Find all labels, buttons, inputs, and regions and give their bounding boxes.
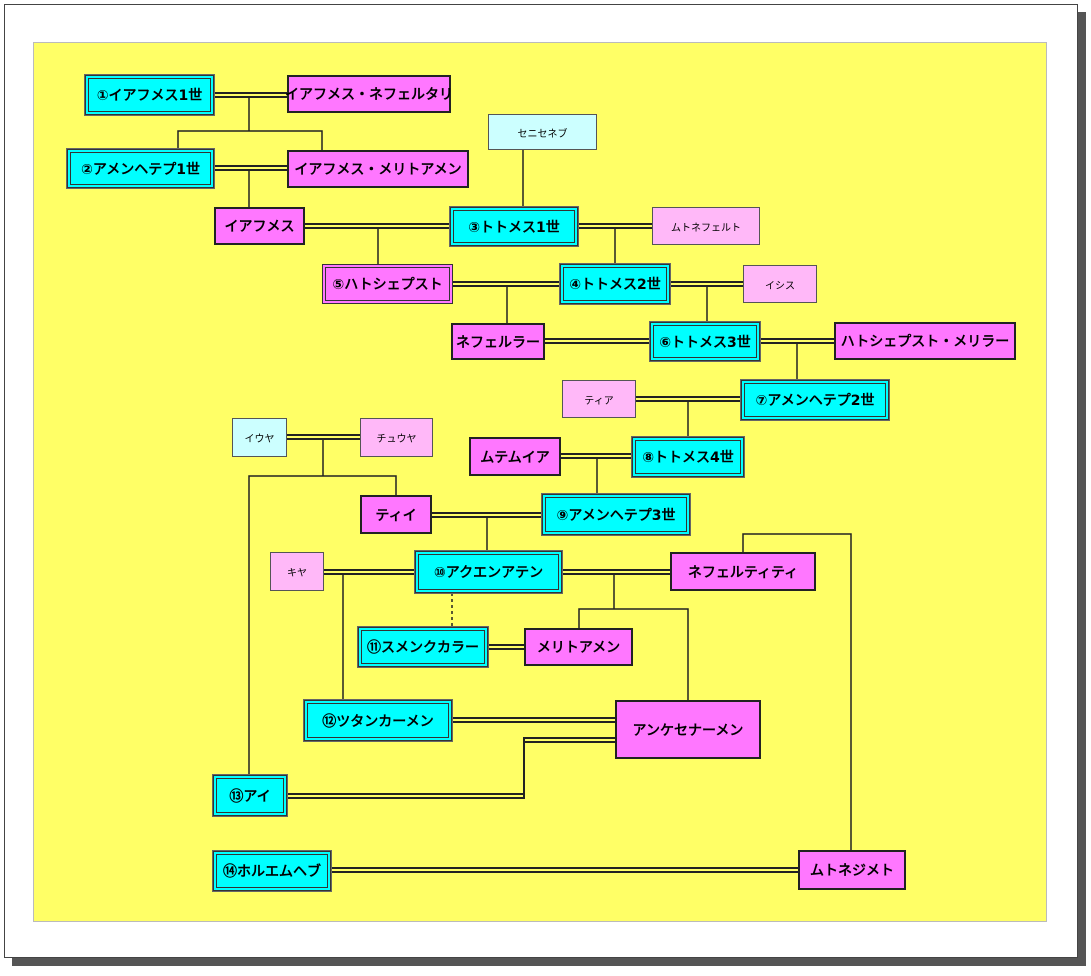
node-kiya[interactable]: キヤ [270, 552, 324, 591]
node-tutankhamun[interactable]: ⑫ツタンカーメン [303, 699, 453, 742]
node-isis[interactable]: イシス [743, 265, 817, 303]
node-amenhotep2[interactable]: ⑦アメンヘテプ2世 [740, 379, 890, 421]
node-mutemwiya[interactable]: ムテムイア [469, 437, 561, 476]
node-smenkhkare[interactable]: ⑪スメンクカラー [357, 626, 489, 668]
node-mutnodjmet[interactable]: ムトネジメト [798, 850, 906, 890]
node-seniseneb[interactable]: セニセネブ [488, 114, 597, 150]
node-thutmose3[interactable]: ⑥トトメス3世 [649, 321, 761, 362]
node-hatshepsut-meryre[interactable]: ハトシェプスト・メリラー [834, 322, 1016, 360]
descent-line [578, 608, 689, 700]
node-ahmose[interactable]: イアフメス [214, 207, 305, 245]
node-hatshepsut[interactable]: ⑤ハトシェプスト [322, 264, 453, 304]
node-ahmose1[interactable]: ①イアフメス1世 [84, 74, 215, 116]
node-tiye[interactable]: ティイ [360, 495, 432, 534]
node-amenhotep3[interactable]: ⑨アメンヘテプ3世 [541, 493, 691, 536]
node-mutnofret[interactable]: ムトネフェルト [652, 207, 760, 245]
marriage-line [287, 737, 615, 795]
node-ankhesenamun[interactable]: アンケセナーメン [615, 700, 761, 759]
node-thutmose1[interactable]: ③トトメス1世 [449, 206, 579, 247]
node-horemheb[interactable]: ⑭ホルエムヘブ [212, 850, 332, 892]
descent-line [248, 475, 397, 775]
node-meritaten[interactable]: メリトアメン [524, 628, 633, 666]
node-tjuyu[interactable]: チュウヤ [360, 418, 433, 457]
node-nefertiti[interactable]: ネフェルティティ [670, 552, 816, 591]
node-thutmose4[interactable]: ⑧トトメス4世 [631, 436, 745, 478]
node-yuya[interactable]: イウヤ [232, 418, 287, 457]
node-amenhotep1[interactable]: ②アメンヘテプ1世 [66, 148, 215, 189]
descent-line [742, 533, 852, 850]
node-akhenaten[interactable]: ⑩アクエンアテン [414, 550, 563, 594]
node-ahmose-nefertari[interactable]: イアフメス・ネフェルタリ [285, 75, 453, 113]
node-ay[interactable]: ⑬アイ [212, 774, 288, 817]
node-tiaa[interactable]: ティア [562, 380, 636, 418]
node-neferure[interactable]: ネフェルラー [451, 323, 545, 360]
marriage-line [287, 741, 615, 799]
node-thutmose2[interactable]: ④トトメス2世 [559, 263, 671, 305]
node-ahmose-meritamun[interactable]: イアフメス・メリトアメン [287, 150, 469, 188]
descent-line [177, 130, 323, 150]
diagram-canvas [33, 42, 1047, 922]
